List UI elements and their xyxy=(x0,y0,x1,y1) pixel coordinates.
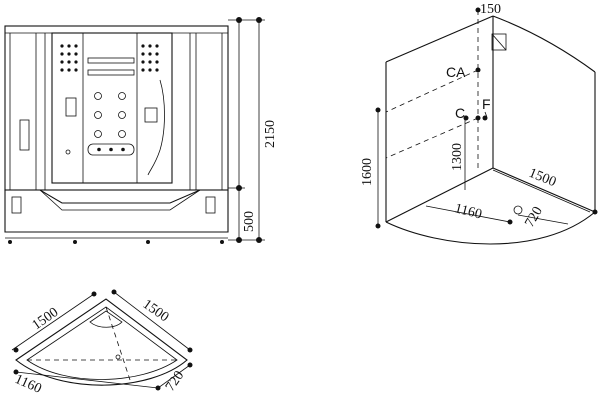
plan-dim-right-side xyxy=(113,291,191,351)
dim-height-base: 500 xyxy=(242,211,257,232)
label-ca: CA xyxy=(446,64,466,80)
persp-top-right xyxy=(492,15,596,73)
front-dim-dot xyxy=(256,17,262,23)
plan-dim-front-left: 1160 xyxy=(12,372,43,397)
front-tray-outline xyxy=(4,189,229,233)
plan-diagonal-1 xyxy=(105,306,131,381)
plan-drain xyxy=(115,354,121,360)
persp-dash-ca xyxy=(385,69,479,113)
dim-width-short-2: 720 xyxy=(522,204,545,230)
front-nozzle-grid-right xyxy=(141,44,159,72)
plan-dim-front-right xyxy=(157,364,191,389)
front-dim-dot xyxy=(256,237,262,243)
dim-height-left: 1600 xyxy=(360,158,375,186)
plan-dim-side-left: 1500 xyxy=(30,305,62,333)
persp-drain xyxy=(513,205,523,215)
front-view: 2150 500 xyxy=(4,17,278,244)
front-shelf-1 xyxy=(87,57,135,64)
persp-top-left xyxy=(385,15,494,63)
dim-height-inner: 1300 xyxy=(450,143,465,171)
front-body-jets xyxy=(94,92,126,138)
front-feet xyxy=(8,240,224,244)
front-dim-dot xyxy=(236,237,242,243)
plan-corner-seat xyxy=(89,310,123,328)
persp-dim-720-line xyxy=(517,214,569,225)
front-foot-pad xyxy=(87,143,135,156)
persp-floor-left xyxy=(385,167,494,223)
front-dim-dot xyxy=(236,185,242,191)
plan-dim-left-side xyxy=(11,293,95,351)
plan-outer-outline xyxy=(15,298,188,386)
plan-view: 1500 1500 1160 720 xyxy=(11,289,193,397)
front-tray-panel-left xyxy=(11,196,22,214)
front-shower-hose xyxy=(147,79,165,176)
persp-floor-right xyxy=(492,167,596,213)
label-f: F xyxy=(482,96,491,112)
plan-inner-outline xyxy=(26,306,178,380)
persp-curved-front xyxy=(385,211,596,245)
dim-offset-top: 150 xyxy=(480,2,501,17)
front-nozzle-grid-left xyxy=(60,44,78,72)
persp-dash-c xyxy=(385,117,479,159)
persp-dim-1160-line xyxy=(425,205,511,223)
front-left-handle xyxy=(19,119,30,151)
front-dim-dot xyxy=(236,17,242,23)
dim-width-short-1: 1160 xyxy=(453,201,483,222)
dim-height-total: 2150 xyxy=(263,120,278,148)
front-tray-inner xyxy=(39,189,201,211)
plan-dim-front-left xyxy=(15,371,159,389)
persp-wall-fixture xyxy=(491,33,507,51)
persp-dim-1500-line xyxy=(492,169,591,213)
perspective-view: 150 CA C F 1600 1300 1500 1160 720 xyxy=(360,2,598,245)
front-drain xyxy=(65,149,71,155)
front-mixer xyxy=(144,107,158,123)
front-column-panel xyxy=(51,32,173,184)
label-c: C xyxy=(455,105,465,121)
plan-dim-side-right: 1500 xyxy=(140,297,172,325)
front-tray-panel-right xyxy=(205,196,216,214)
front-control-panel xyxy=(65,97,77,117)
front-shelf-2 xyxy=(87,69,135,76)
front-cabin-outline xyxy=(4,25,229,191)
